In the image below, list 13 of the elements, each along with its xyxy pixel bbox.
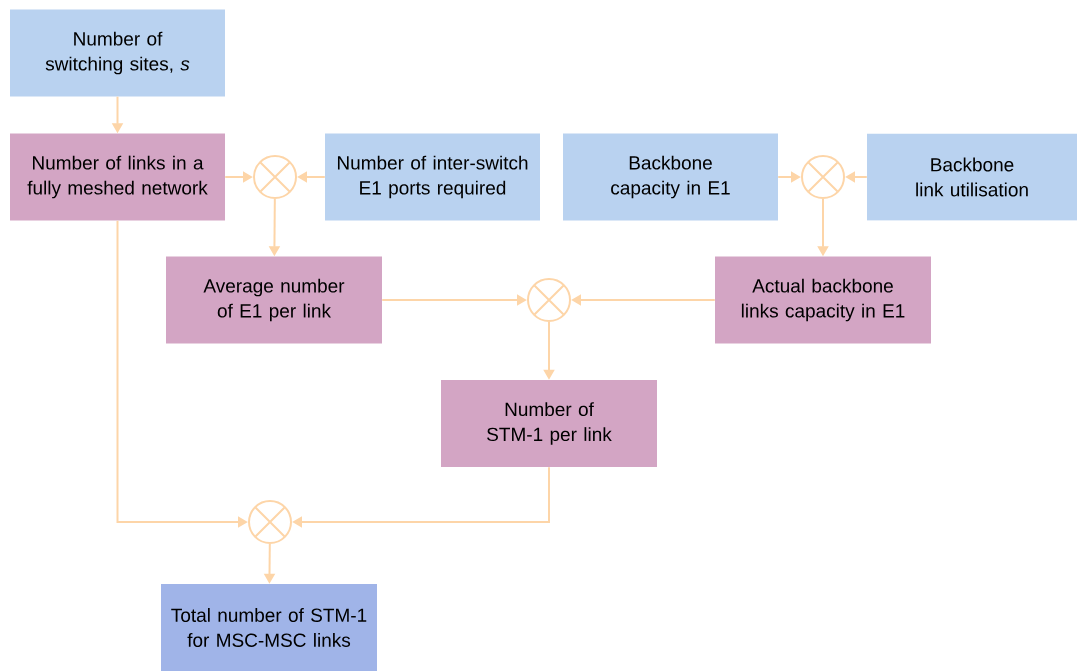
process-box: Actual backbone links capacity in E1 xyxy=(715,256,931,344)
multiply-symbol xyxy=(801,155,845,199)
process-box: Number of inter-switch E1 ports required xyxy=(325,133,540,221)
process-box: Number of STM-1 per link xyxy=(441,380,657,467)
multiply-symbol xyxy=(253,155,297,199)
multiply-symbol xyxy=(248,500,292,544)
process-box: Backbone capacity in E1 xyxy=(563,133,778,221)
process-box: Average number of E1 per link xyxy=(166,256,382,344)
process-box: Backbone link utilisation xyxy=(867,133,1077,221)
multiply-symbol xyxy=(527,278,571,322)
process-box: Number of links in a fully meshed network xyxy=(10,133,225,221)
process-box: Total number of STM-1 for MSC-MSC links xyxy=(161,584,377,671)
process-box: Number of switching sites, s xyxy=(10,9,225,97)
